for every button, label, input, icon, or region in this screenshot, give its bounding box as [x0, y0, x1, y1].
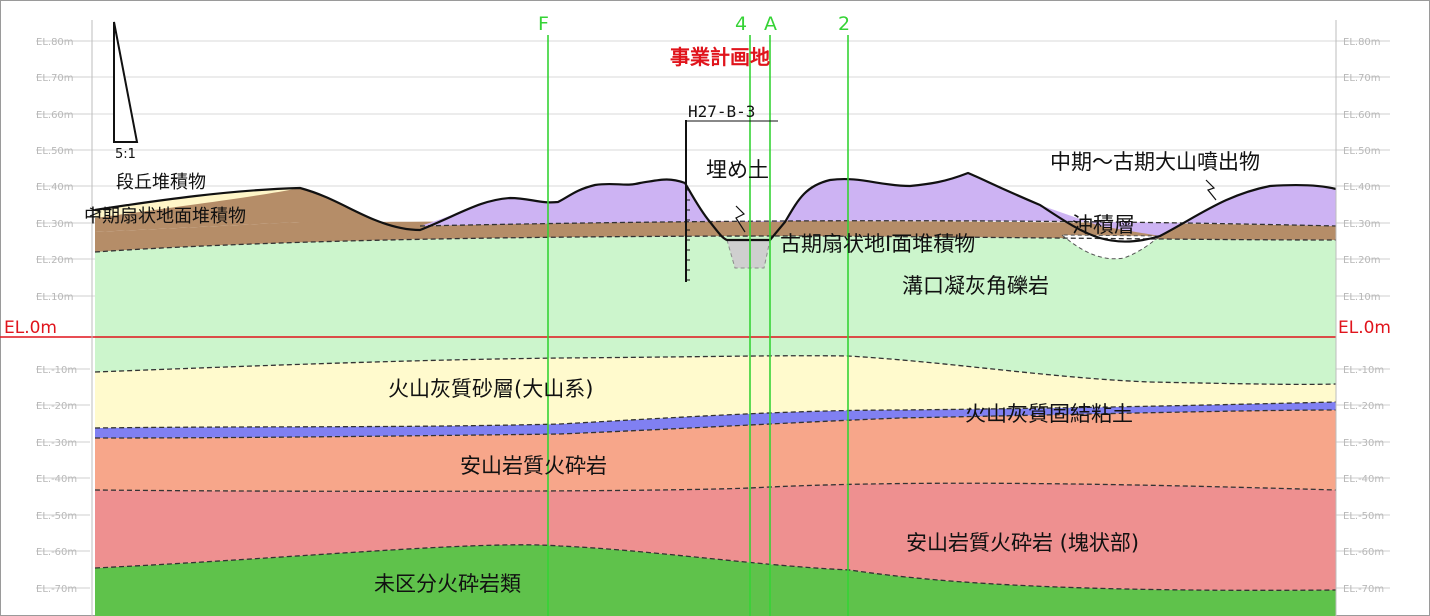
elev-label-right: EL.-70m [1343, 584, 1384, 595]
layer-chuki-kokki-daisen-funshutsubutsu [420, 173, 1336, 236]
layer-kazanbaishitsu-sasou [95, 355, 1336, 428]
label-umetsuchi: 埋め土 [706, 158, 769, 182]
layer-boundaries [94, 220, 1337, 591]
layer-kazanbaishitsu-koketsu-nendo [95, 402, 1336, 438]
label-kazanbaishitsu-sasou: 火山灰質砂層(大山系) [388, 377, 593, 401]
section-label-4: 4 [735, 13, 747, 35]
leader-marks [89, 179, 1217, 233]
elev-label-right: EL.-30m [1343, 438, 1384, 449]
elev-label-right: EL.20m [1343, 255, 1381, 266]
section-label-2: 2 [838, 13, 850, 35]
layer-mikubun-kasaiganrui [95, 544, 1336, 616]
ground-surface-line [94, 171, 1337, 243]
elev-label-right: EL.30m [1343, 219, 1381, 230]
elev-label-right: EL.-60m [1343, 547, 1384, 558]
label-chuki-senjochi-taisekibutsu: 中期扇状地面堆積物 [84, 206, 246, 227]
layer-umetsuchi [726, 239, 771, 269]
elev-label-left: EL.50m [36, 146, 74, 157]
label-chuki-kokki-daisen-funshutsubutsu: 中期～古期大山噴出物 [1050, 150, 1260, 174]
elev-label-left: EL.-70m [36, 584, 77, 595]
scale-label: 5:1 [115, 147, 136, 162]
elev-label-right: EL.-40m [1343, 474, 1384, 485]
elev-label-right: EL.70m [1343, 73, 1381, 84]
label-mikubun-kasaiganrui: 未区分火砕岩類 [374, 572, 521, 596]
elevation-labels-right: EL.80m EL.70m EL.60m EL.50m EL.40m EL.30… [1338, 37, 1391, 595]
layer-mizoguchi-gyokaikakureki [95, 236, 1336, 385]
layer-dankyu-taisekibutsu [95, 188, 300, 218]
section-label-a: A [764, 13, 777, 35]
section-lines [547, 35, 849, 616]
site-label: 事業計画地 [670, 45, 770, 69]
elev-label-left: EL.-50m [36, 511, 77, 522]
borehole-label: H27-B-3 [688, 102, 755, 121]
borehole-ticks [686, 189, 690, 281]
elev-label-left: EL.40m [36, 182, 74, 193]
elev-label-left: EL.10m [36, 292, 74, 303]
section-label-f: F [538, 13, 549, 35]
elev-label-left: EL.-30m [36, 438, 77, 449]
elev-label-left: EL.70m [36, 73, 74, 84]
elev-label-left: EL.80m [36, 37, 74, 48]
elevation-labels-left: EL.80m EL.70m EL.60m EL.50m EL.40m EL.30… [4, 37, 77, 595]
elev-label-right: EL.50m [1343, 146, 1381, 157]
elev-label-right: EL.-50m [1343, 511, 1384, 522]
label-kokki-senjochi-1-taisekibutsu: 古期扇状地Ⅰ面堆積物 [780, 232, 975, 256]
elev-label-right: EL.60m [1343, 110, 1381, 121]
label-anzangan-kasaigan-kaijo: 安山岩質火砕岩 (塊状部) [906, 531, 1139, 555]
elev-label-left: EL.30m [36, 219, 74, 230]
elev-label-right: EL.10m [1343, 292, 1381, 303]
sea-level-label-right: EL.0m [1338, 318, 1391, 338]
label-kazanbaishitsu-koketsu-nendo: 火山灰質固結粘土 [965, 402, 1133, 426]
elev-label-right: EL.-10m [1343, 365, 1384, 376]
elev-label-right: EL.80m [1343, 37, 1381, 48]
layer-anzangan-kasaigan-kaijo [95, 483, 1336, 591]
elev-label-left: EL.-40m [36, 474, 77, 485]
elev-label-left: EL.20m [36, 255, 74, 266]
label-dankyu-taisekibutsu: 段丘堆積物 [116, 172, 206, 193]
elev-label-left: EL.-20m [36, 401, 77, 412]
elev-label-left: EL.-10m [36, 365, 77, 376]
elev-label-left: EL.60m [36, 110, 74, 121]
scale-triangle [113, 21, 139, 143]
elev-label-right: EL.40m [1343, 182, 1381, 193]
label-anzangan-kasaigan: 安山岩質火砕岩 [460, 454, 607, 478]
label-chusekiso: 沖積層 [1072, 213, 1135, 237]
elev-label-left: EL.-60m [36, 547, 77, 558]
elev-label-right: EL.-20m [1343, 401, 1384, 412]
layer-anzangan-kasaigan [95, 410, 1336, 492]
sea-level-label-left: EL.0m [4, 318, 57, 338]
label-mizoguchi-gyokaikakureki: 溝口凝灰角礫岩 [902, 274, 1049, 298]
elevation-ticks [36, 40, 1390, 589]
